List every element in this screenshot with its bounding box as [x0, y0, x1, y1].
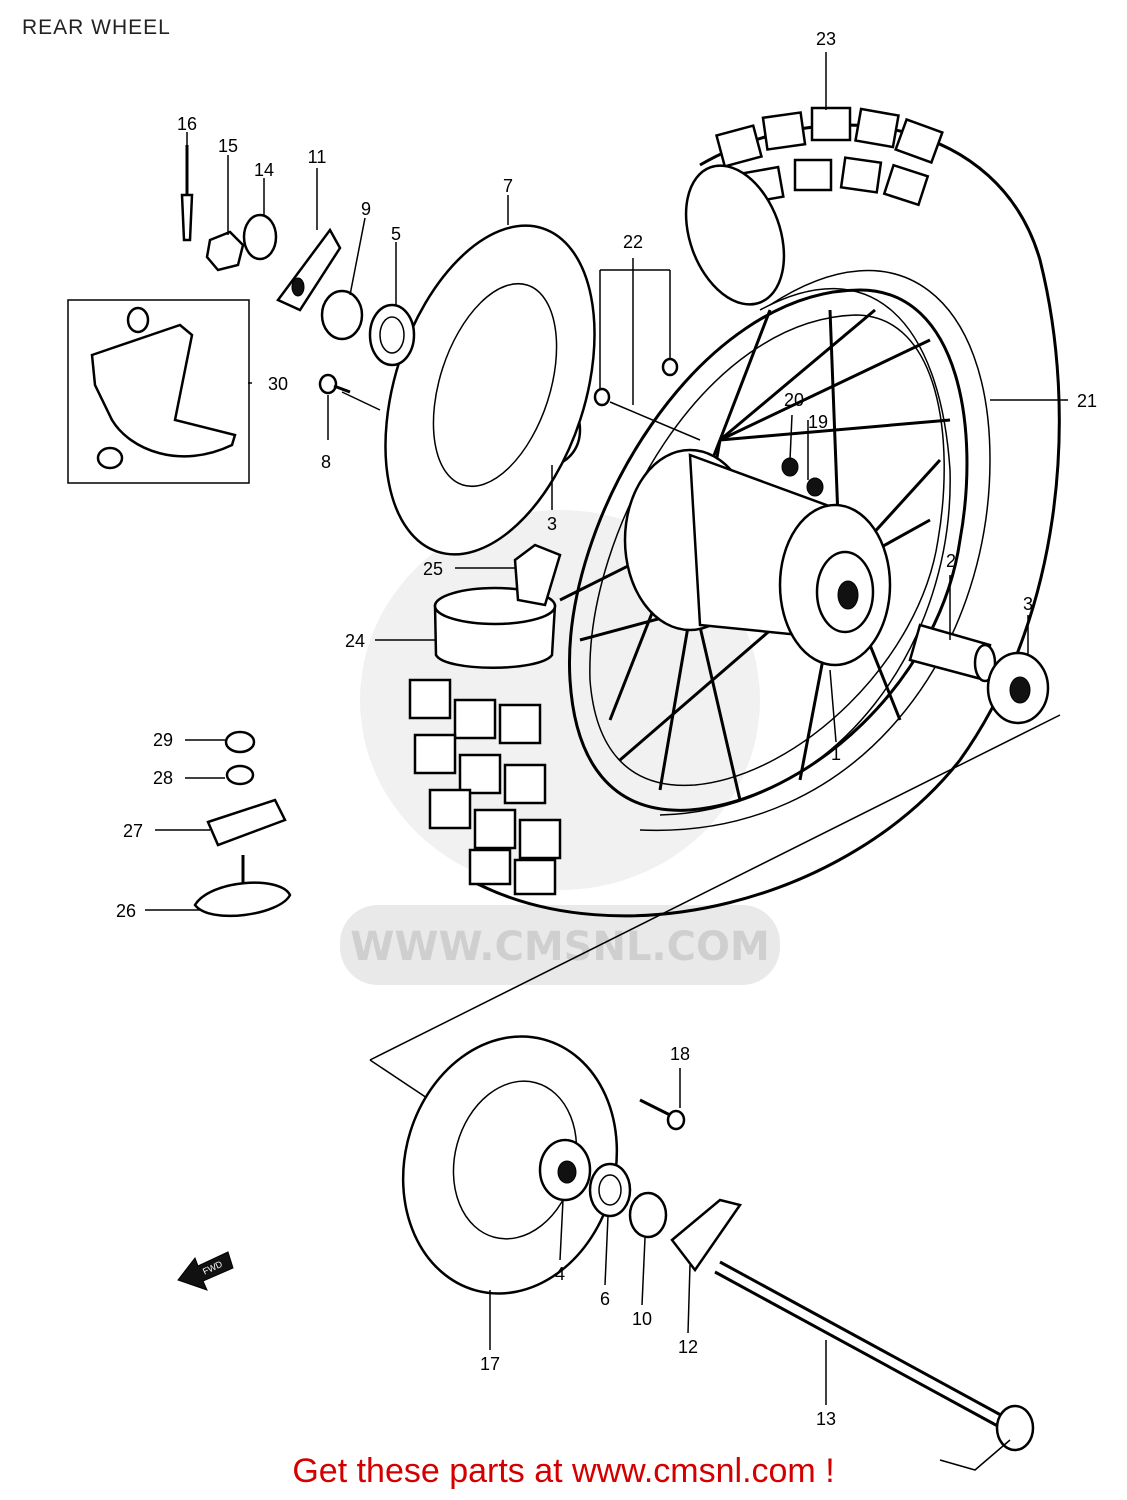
callout-23: 23: [816, 29, 836, 49]
callout-19: 19: [808, 412, 828, 432]
valve-bolt-22: [593, 357, 701, 441]
bearing-3-lower: [986, 651, 1050, 725]
callout-28: 28: [153, 768, 173, 788]
callout-27: 27: [123, 821, 143, 841]
chain-guard-inset-30: [67, 299, 250, 484]
callout-12: 12: [678, 1337, 698, 1357]
nut-29: [224, 730, 256, 754]
chain-adjuster-12: [670, 1198, 743, 1273]
page-title: REAR WHEEL: [22, 16, 171, 39]
bolt-8: [318, 373, 351, 395]
callout-26: 26: [116, 901, 136, 921]
callout-10: 10: [632, 1309, 652, 1329]
spacer-2: [908, 623, 997, 683]
callout-5: 5: [391, 224, 401, 244]
callout-22: 22: [623, 232, 643, 252]
callout-15: 15: [218, 136, 238, 156]
washer-14: [242, 213, 278, 261]
wheel-hub: [623, 448, 892, 667]
callout-25: 25: [423, 559, 443, 579]
callout-9: 9: [361, 199, 371, 219]
tire: [408, 106, 1061, 918]
rim-lock-26: [193, 855, 292, 918]
callout-numbers: 23 16 15 14 11 9 5 7 22 30 8 3 21 20 19 …: [116, 29, 1097, 1429]
oil-seal-5: [368, 303, 416, 367]
axle-13: [714, 1260, 1035, 1471]
callout-24: 24: [345, 631, 365, 651]
watermark-text: WWW.CMSNL.COM: [350, 924, 770, 970]
callout-6: 6: [600, 1289, 610, 1309]
rim-lock-pad-27: [206, 798, 287, 847]
callout-1: 1: [831, 744, 841, 764]
spacer-9: [320, 289, 364, 341]
spacer-10: [628, 1191, 668, 1239]
callout-16: 16: [177, 114, 197, 134]
bolt-18: [639, 1098, 686, 1131]
fwd-arrow-icon: FWD: [177, 1251, 234, 1291]
bearing-4: [538, 1138, 592, 1202]
wheel-rim: [568, 288, 969, 812]
nut-15: [205, 230, 245, 272]
callout-7: 7: [503, 176, 513, 196]
callout-4: 4: [555, 1264, 565, 1284]
footer-link[interactable]: Get these parts at www.cmsnl.com !: [292, 1452, 835, 1490]
callout-20: 20: [784, 390, 804, 410]
callout-2: 2: [946, 551, 956, 571]
leader-lines: [145, 52, 1068, 1405]
washer-28: [225, 764, 255, 786]
callout-21: 21: [1077, 391, 1097, 411]
callout-17: 17: [480, 1354, 500, 1374]
callout-29: 29: [153, 730, 173, 750]
callout-18: 18: [670, 1044, 690, 1064]
callout-8: 8: [321, 452, 331, 472]
bolt-16: [180, 145, 194, 242]
sprocket-17: [401, 1035, 619, 1295]
chain-adjuster-11: [276, 227, 342, 312]
callout-14: 14: [254, 160, 274, 180]
callout-3-lower: 3: [1023, 594, 1033, 614]
callout-3-upper: 3: [547, 514, 557, 534]
callout-13: 13: [816, 1409, 836, 1429]
oil-seal-6: [588, 1162, 632, 1218]
callout-30: 30: [268, 374, 288, 394]
callout-11: 11: [308, 147, 327, 167]
